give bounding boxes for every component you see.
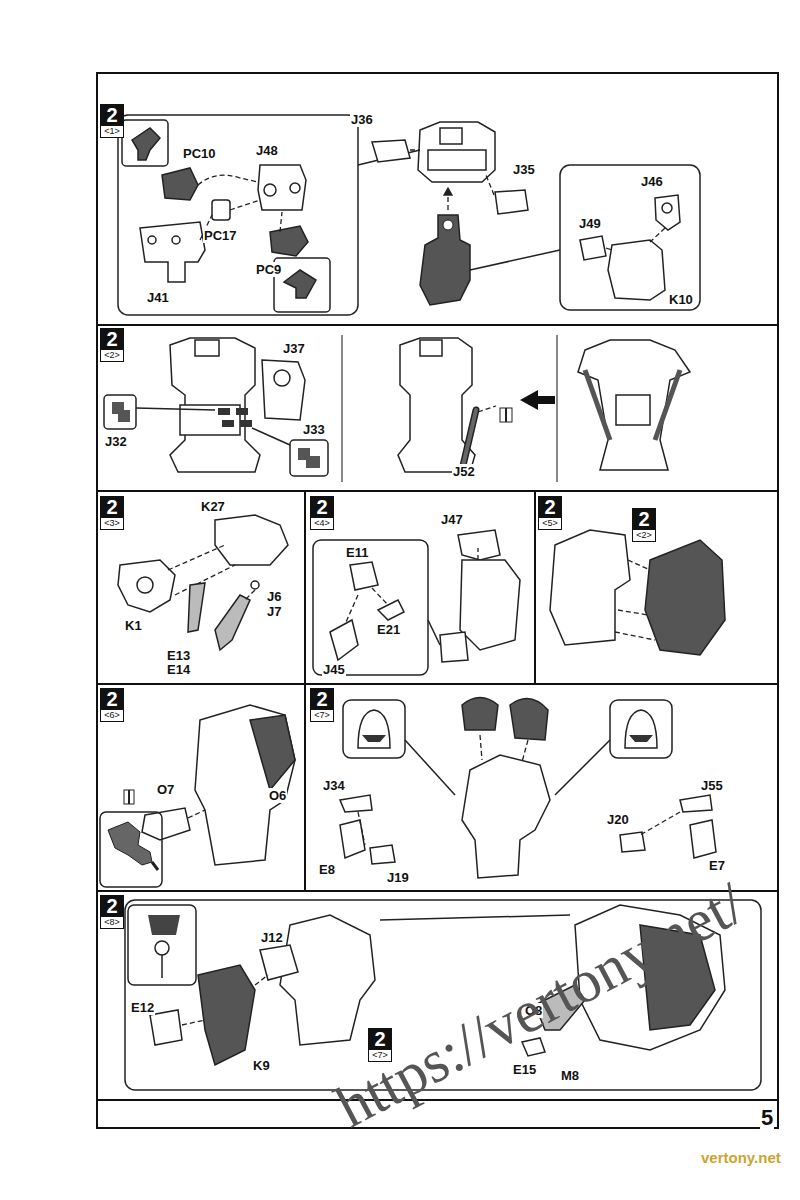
substep-number: <6> <box>100 710 124 722</box>
substep-number: <1> <box>100 126 124 138</box>
part-number: J46 <box>640 174 664 189</box>
step-number: 2 <box>310 496 334 518</box>
part-number: J48 <box>255 143 279 158</box>
step-badge: 2<4> <box>310 496 334 530</box>
part-number: J12 <box>260 930 284 945</box>
part-number: O7 <box>156 782 175 797</box>
step-number: 2 <box>100 496 124 518</box>
part-number: J32 <box>104 434 128 449</box>
part-number: K9 <box>252 1058 271 1073</box>
substep-number: <2> <box>632 530 656 542</box>
part-number: J34 <box>322 778 346 793</box>
part-number: J35 <box>512 162 536 177</box>
substep-number: <3> <box>100 518 124 530</box>
part-number: PC10 <box>182 146 217 161</box>
step-badge: 2<2> <box>100 328 124 362</box>
substep-number: <7> <box>310 710 334 722</box>
watermark-site: vertony.net <box>700 1150 782 1165</box>
part-number: J6 <box>266 589 282 604</box>
step-badge: 2<3> <box>100 496 124 530</box>
part-number: E21 <box>376 622 401 637</box>
part-number: J37 <box>282 341 306 356</box>
part-number: J47 <box>440 512 464 527</box>
step-badge: 2<7> <box>310 688 334 722</box>
part-number: J55 <box>700 778 724 793</box>
part-number: M8 <box>560 1068 580 1083</box>
part-number: K1 <box>124 618 143 633</box>
part-number: J52 <box>452 464 476 479</box>
part-number: J36 <box>350 112 374 127</box>
substep-number: <5> <box>538 518 562 530</box>
part-number: PC17 <box>203 228 238 243</box>
part-number: J49 <box>578 216 602 231</box>
step-number: 2 <box>368 1028 392 1050</box>
part-number: J7 <box>266 604 282 619</box>
step-number: 2 <box>100 104 124 126</box>
part-number: E15 <box>512 1062 537 1077</box>
page-number: 5 <box>760 1106 774 1130</box>
step-badge: 2<2> <box>632 508 656 542</box>
part-number: K10 <box>668 292 694 307</box>
substep-number: <8> <box>100 917 124 929</box>
part-number: E13 <box>166 648 191 663</box>
step-badge: 2<1> <box>100 104 124 138</box>
part-number: K27 <box>200 499 226 514</box>
part-number: PC9 <box>255 262 282 277</box>
part-number: J41 <box>146 290 170 305</box>
step-number: 2 <box>100 895 124 917</box>
part-number: E12 <box>130 1000 155 1015</box>
part-number: O6 <box>268 788 287 803</box>
step-badge: 2<8> <box>100 895 124 929</box>
step-number: 2 <box>310 688 334 710</box>
substep-number: <2> <box>100 350 124 362</box>
step-number: 2 <box>632 508 656 530</box>
step-badge: 2<6> <box>100 688 124 722</box>
part-number: E14 <box>166 662 191 677</box>
part-number: J20 <box>606 812 630 827</box>
step-number: 2 <box>100 328 124 350</box>
part-number: E8 <box>318 862 336 877</box>
part-number: J19 <box>386 870 410 885</box>
step-badge: 2<5> <box>538 496 562 530</box>
step-number: 2 <box>538 496 562 518</box>
substep-number: <4> <box>310 518 334 530</box>
step-number: 2 <box>100 688 124 710</box>
part-number: J45 <box>322 662 346 677</box>
part-number: E11 <box>345 545 369 560</box>
part-number: J33 <box>302 422 326 437</box>
